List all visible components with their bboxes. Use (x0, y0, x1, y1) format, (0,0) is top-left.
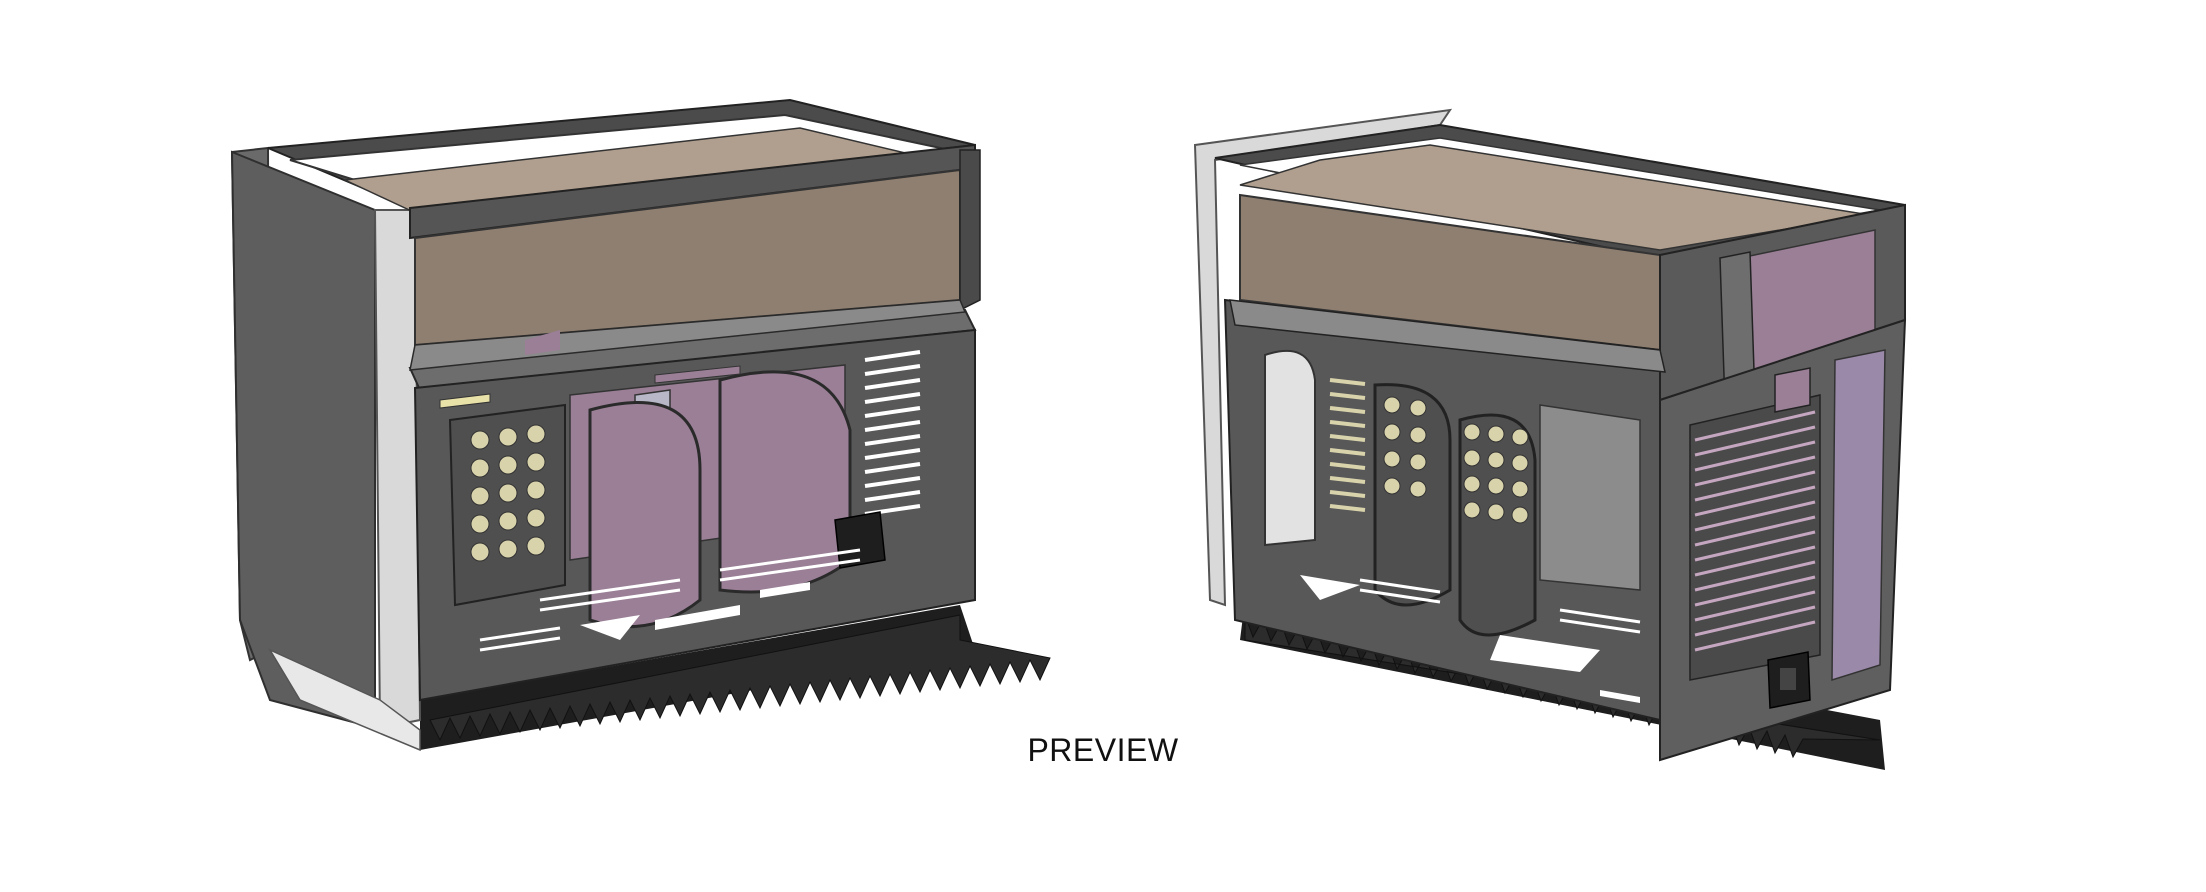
side-opening-white (1264, 350, 1316, 547)
rear-right-view (1193, 108, 1907, 770)
psu-label-panel (1831, 349, 1886, 682)
power-inlet-socket (1780, 668, 1796, 690)
rear-vent-slots (1694, 410, 1816, 652)
shelf-right (1229, 299, 1666, 373)
middle-shelf-top (409, 299, 967, 371)
psu-box-right (1539, 404, 1641, 591)
fin-teeth (429, 614, 1051, 742)
aluminum-edge-right (1193, 108, 1453, 607)
bottom-skirt (268, 648, 421, 752)
accent-label-mid (654, 365, 741, 384)
fan-opening-right (718, 370, 852, 594)
preview-caption: PREVIEW (1027, 732, 1179, 768)
fan-opening-middle (588, 401, 702, 629)
bottom-opening-right-3 (1600, 690, 1640, 703)
honeycomb-holes-left (470, 424, 546, 562)
honeycomb-holes-right-2 (1463, 423, 1529, 524)
right-post (959, 149, 981, 312)
aluminum-edge (373, 209, 422, 730)
vent-slots-mid (1329, 378, 1366, 512)
side-panel-face (230, 150, 376, 730)
honeycomb-holes-right-1 (1383, 396, 1427, 498)
accent-label-left (439, 393, 491, 409)
bottom-opening-right-2 (1490, 635, 1600, 672)
front-left-view (230, 98, 1051, 752)
vent-slots-left-view (864, 350, 921, 516)
top-wood-right (1239, 144, 1871, 251)
power-socket-icon (834, 511, 886, 569)
rear-square-cutout (1774, 367, 1811, 413)
bottom-grill-left-view (479, 548, 861, 652)
bottom-opening-1 (580, 615, 640, 640)
psu-purple-upper (525, 330, 560, 355)
bottom-grill-right-view (1359, 578, 1641, 634)
bottom-opening-3 (760, 582, 810, 598)
fan-opening-right-view-2 (1458, 413, 1537, 637)
bottom-opening-2 (655, 605, 740, 630)
bottom-opening-right-1 (1300, 575, 1360, 600)
